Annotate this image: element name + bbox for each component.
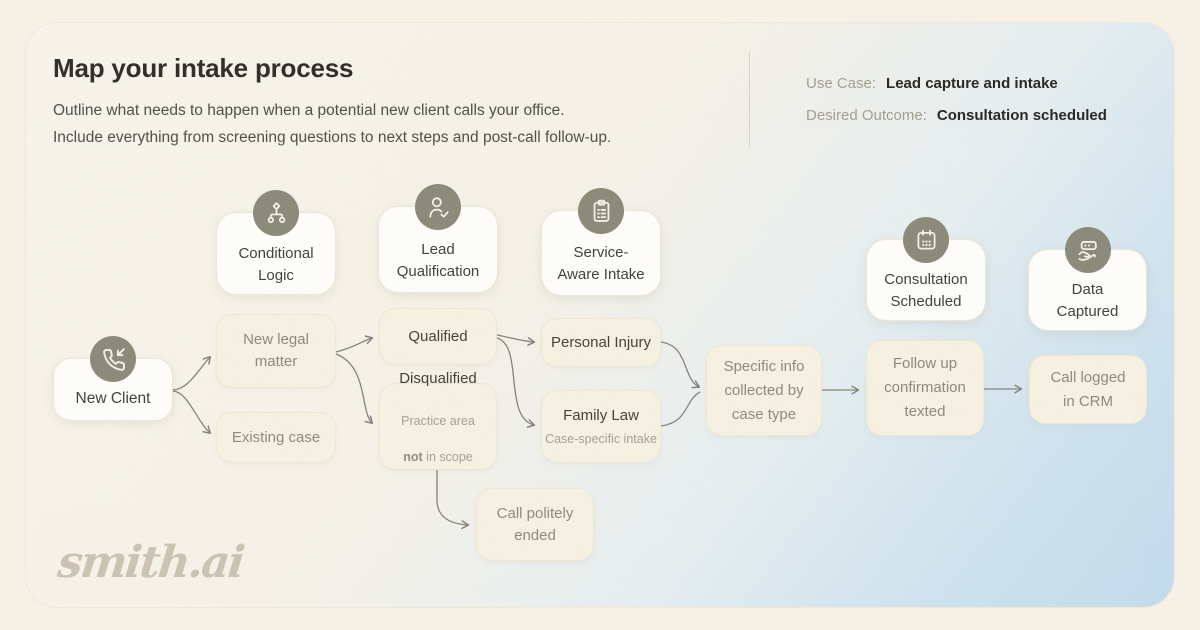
connector-family-law-to-specific-info [660,391,701,427]
node-label: Service- Aware Intake [557,244,645,283]
desired-outcome-label: Desired Outcome: [806,107,927,124]
node-label: New Client [75,390,151,408]
node-family-law: Family Law Case-specific intake [541,390,661,463]
page-subtitle: Outline what needs to happen when a pote… [53,102,612,146]
node-existing-case: Existing case [216,412,336,463]
header-node-consultation-scheduled: Consultation Scheduled [866,217,986,321]
header-node-lead-qualification: Lead Qualification [378,184,498,293]
node-label: Conditional Logic [238,244,314,284]
node-call-politely-ended: Call politely ended [476,488,594,561]
phone-incoming-icon [90,336,136,382]
node-label: Call logged in CRM [1050,368,1126,410]
node-qualified: Qualified [379,308,497,365]
node-disqualified: Disqualified Practice area not in scope [379,370,497,470]
connector-new-legal-matter-to-qualified [335,335,374,353]
node-label: Disqualified [399,370,477,388]
connector-personal-injury-to-specific-info [660,341,701,389]
connector-qualified-to-personal-injury [496,334,536,346]
node-label: Existing case [231,428,321,446]
node-label: Consultation Scheduled [884,271,968,310]
person-check-icon [415,184,461,230]
node-label: Follow up confirmation texted [884,355,966,420]
node-label: Data Captured [1056,281,1119,320]
connector-qualified-to-family-law [496,337,536,428]
clipboard-list-icon [578,188,624,234]
node-specific-info: Specific info collected by case type [706,345,822,436]
node-follow-up: Follow up confirmation texted [866,340,984,436]
meta-panel: Use Case: Lead capture and intake Desire… [806,75,1107,124]
node-label: Call politely ended [496,504,574,544]
header-node-service-aware-intake: Service- Aware Intake [541,188,661,296]
data-in-hand-icon [1064,227,1111,273]
use-case-value: Lead capture and intake [886,75,1058,92]
desired-outcome-value: Consultation scheduled [936,107,1107,124]
node-subtitle: Practice area not in scope [401,414,475,465]
header-node-data-captured: Data Captured [1028,227,1147,331]
calendar-icon [903,217,949,263]
connector-new-client-to-existing-case [172,390,212,435]
node-label: Specific info collected by case type [723,357,805,423]
header-node-conditional-logic: Conditional Logic [216,190,336,295]
connector-new-legal-matter-to-disqualified [335,353,374,425]
node-label: Family Law [563,406,639,424]
smithai-logo: smith.ai [55,537,246,588]
desired-outcome-row: Desired Outcome: Consultation scheduled [806,107,1107,124]
node-label: Qualified [408,327,468,345]
page-title: Map your intake process [53,53,354,83]
node-personal-injury: Personal Injury [541,318,661,367]
main-card: Map your intake process Outline what nee… [25,22,1175,608]
node-label: Personal Injury [550,333,652,351]
node-label: Lead Qualification [396,240,480,280]
node-new-client: New Client [53,336,173,421]
use-case-label: Use Case: [806,75,877,92]
node-call-logged: Call logged in CRM [1029,355,1147,424]
node-label: New legal matter [243,331,309,370]
node-new-legal-matter: New legal matter [216,314,336,388]
connector-new-client-to-new-legal-matter [172,355,212,391]
node-subtitle: Case-specific intake [545,432,657,447]
header-divider [749,51,750,147]
use-case-row: Use Case: Lead capture and intake [806,75,1107,92]
branch-icon [253,190,299,236]
